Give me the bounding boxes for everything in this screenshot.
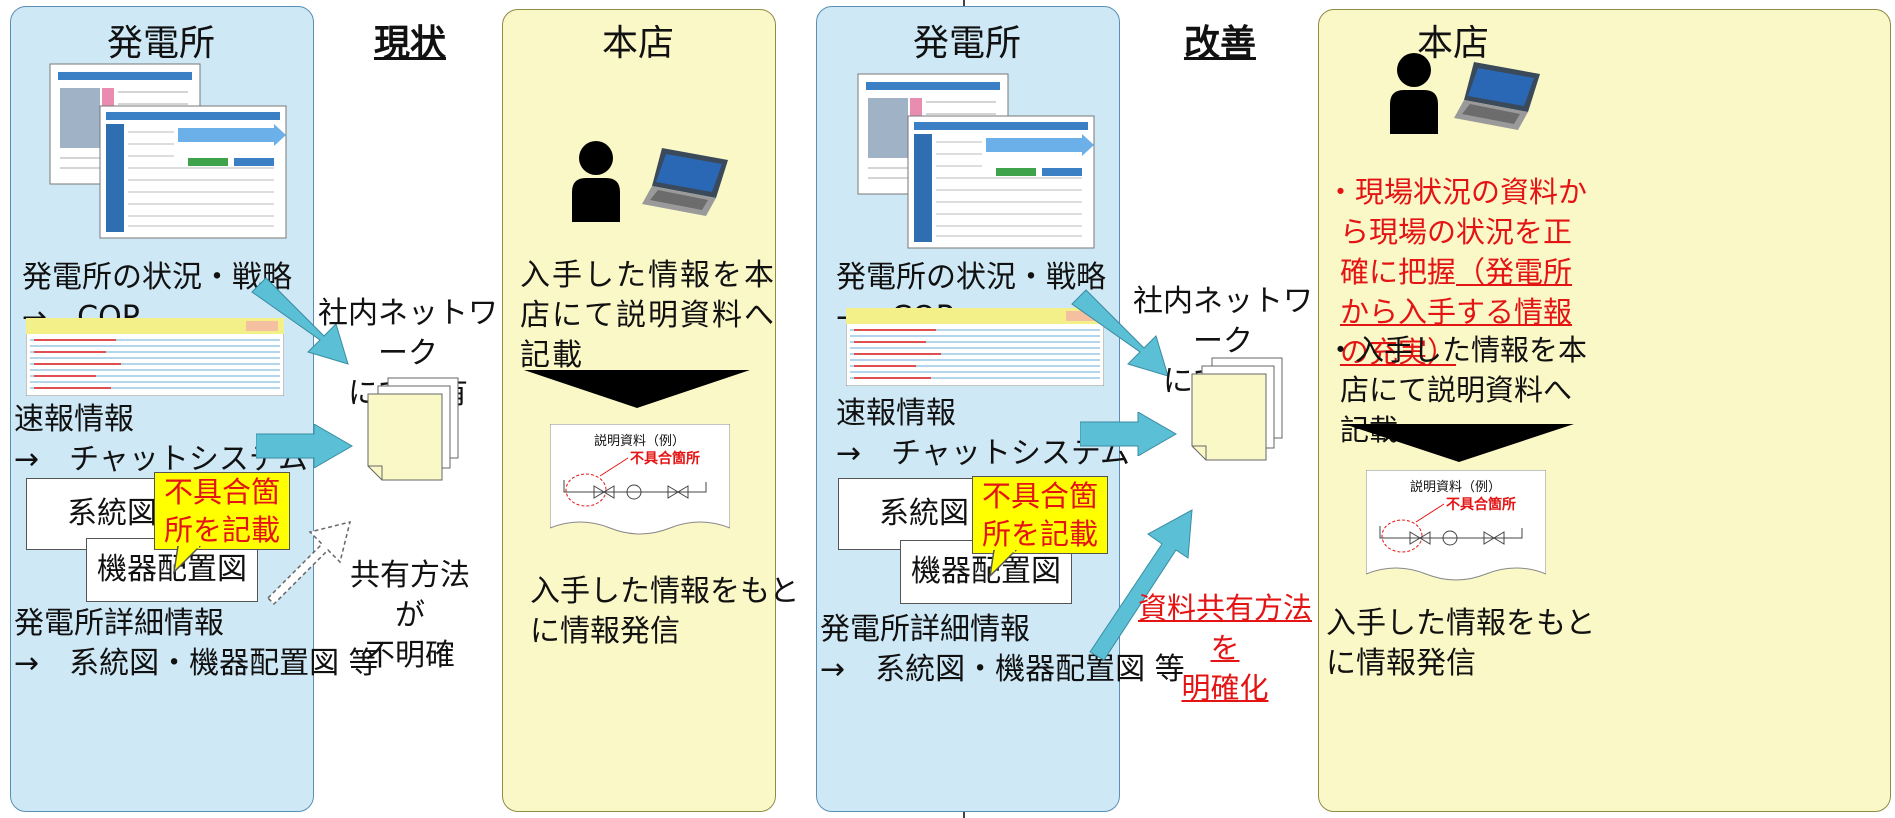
right-clarify-text: 資料共有方法を 明確化	[1137, 591, 1312, 705]
right-hq-text: ・入手した情報を本 店にて説明資料へ 記載	[1326, 333, 1588, 447]
left-flash-text: 速報情報 → チャットシステム	[14, 402, 308, 477]
right-defect-callout: 不具合箇 所を記載	[972, 476, 1108, 554]
right-callout-tail	[988, 550, 1018, 579]
right-person-icon	[1390, 53, 1438, 134]
right-sample-document	[1365, 469, 1547, 592]
left-unclear-arrow-icon	[266, 520, 352, 606]
cop-document-stack-icon	[48, 62, 288, 244]
left-plant-title: 発電所	[106, 23, 215, 64]
left-sample-document	[549, 423, 731, 546]
left-hq-bottom-text: 入手した情報をもと に情報発信	[530, 574, 800, 649]
left-sample-title: 説明資料（例）	[594, 434, 686, 449]
left-hq-title: 本店	[601, 23, 674, 64]
right-hq-panel	[1318, 9, 1891, 812]
left-shared-document-stack-icon	[367, 377, 459, 481]
left-laptop-icon	[642, 148, 728, 216]
right-clarify-arrow-icon	[1089, 509, 1193, 661]
right-down-arrow-icon	[1344, 424, 1574, 462]
right-detail-text: 発電所詳細情報 → 系統図・機器配置図 等	[820, 612, 1185, 687]
right-cop-arrow-right-icon	[1071, 289, 1169, 377]
left-callout-tail	[172, 546, 202, 575]
right-hq-red-text: ・現場状況の資料か ら現場の状況を正 確に把握（発電所 から入手する情報 の充実…	[1326, 175, 1588, 369]
left-defect-callout: 不具合箇 所を記載	[154, 472, 290, 550]
right-plant-title: 発電所	[912, 23, 1021, 64]
chat-system-screenshot	[25, 317, 285, 400]
right-hq-bottom-text: 入手した情報をもと に情報発信	[1326, 606, 1596, 681]
right-sample-defect-label: 不具合箇所	[1446, 497, 1516, 513]
left-sample-defect-label: 不具合箇所	[630, 451, 700, 467]
right-status-title: 改善	[1183, 23, 1256, 64]
left-down-arrow-icon	[524, 370, 750, 408]
right-chat-arrow-right-icon	[1080, 412, 1177, 456]
right-laptop-icon	[1454, 62, 1540, 130]
right-cop-document-stack-icon	[856, 72, 1096, 254]
left-detail-text: 発電所詳細情報 → 系統図・機器配置図 等	[14, 606, 379, 681]
right-sample-title: 説明資料（例）	[1410, 480, 1502, 495]
left-chat-arrow-right-icon	[256, 424, 353, 468]
left-cop-arrow-right-icon	[251, 277, 349, 365]
left-status-title: 現状	[373, 23, 446, 64]
left-person-icon	[572, 141, 620, 222]
left-hq-panel	[502, 9, 776, 812]
right-shared-document-stack-icon	[1191, 357, 1283, 461]
right-hq-title: 本店	[1416, 23, 1489, 64]
right-chat-system-screenshot	[845, 307, 1105, 390]
right-flash-text: 速報情報 → チャットシステム	[836, 396, 1130, 471]
left-unclear-text: 共有方法が 不明確	[350, 558, 470, 673]
left-hq-text: 入手した情報を本 店にて説明資料へ 記載	[520, 258, 776, 373]
